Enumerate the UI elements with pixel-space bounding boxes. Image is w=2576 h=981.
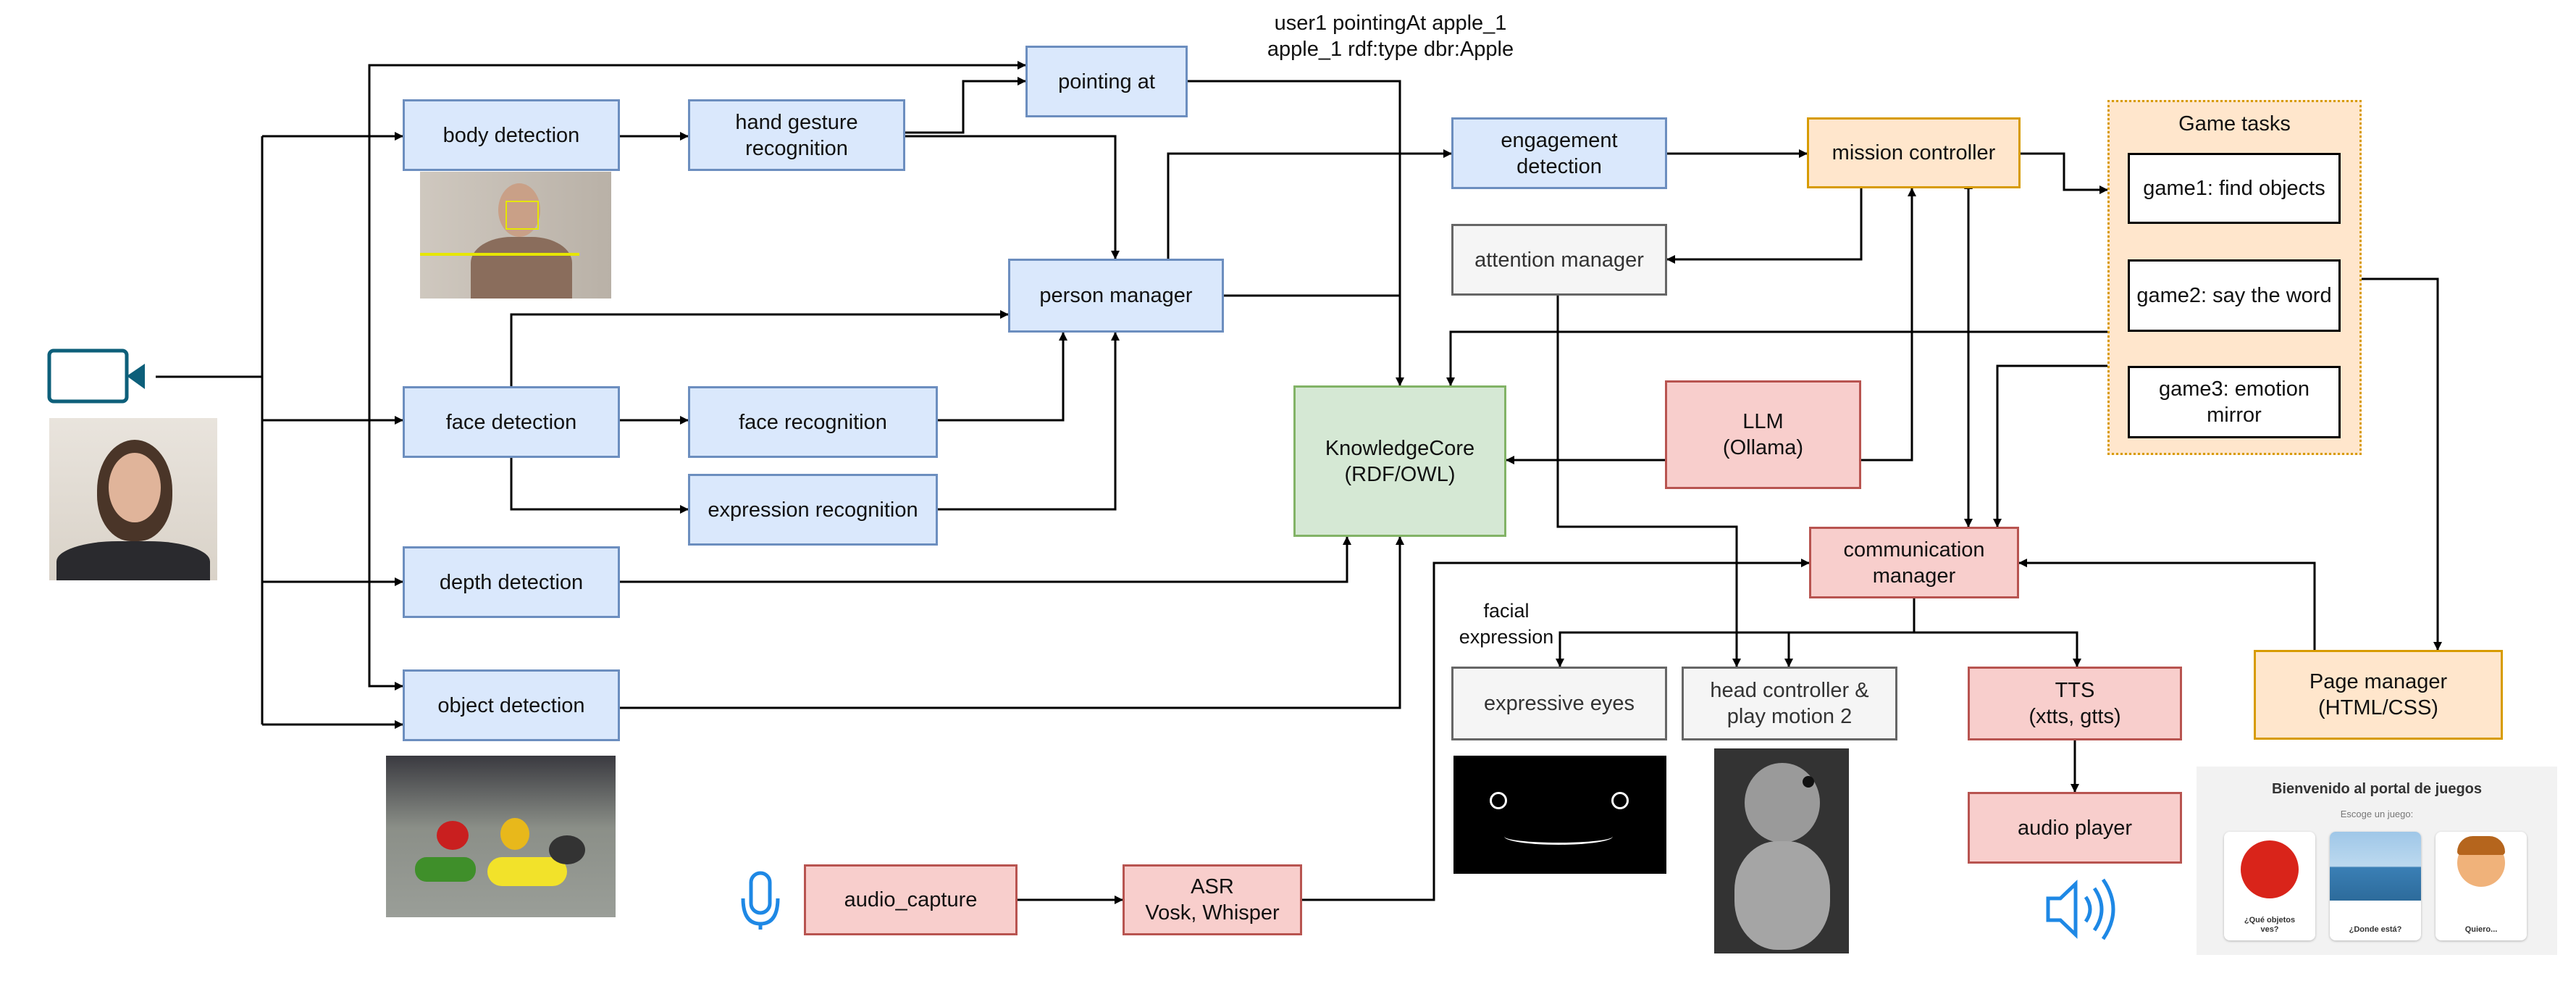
person-manager-node: person manager	[1008, 259, 1224, 333]
edge-face-expr	[510, 454, 689, 514]
portal-card-want[interactable]: Quiero...	[2436, 832, 2527, 940]
edge-mission-attention	[1666, 188, 1863, 264]
edge-game2-page	[2362, 277, 2442, 651]
portal-card-label: ¿Qué objetos ves?	[2244, 916, 2296, 934]
game3-node: game3: emotion mirror	[2128, 366, 2341, 438]
game2-node: game2: say the word	[2128, 259, 2341, 332]
edge-asr-comm	[1302, 559, 1810, 901]
expressive-eyes-node: expressive eyes	[1451, 667, 1667, 740]
game-portal-screenshot: Bienvenido al portal de juegos Escoge un…	[2197, 767, 2557, 955]
edge-page-comm	[2018, 559, 2316, 650]
page-manager-node: Page manager (HTML/CSS)	[2254, 650, 2503, 740]
expression-recognition-node: expression recognition	[688, 474, 938, 546]
pointing-at-node: pointing at	[1025, 46, 1188, 117]
llm-node: LLM (Ollama)	[1665, 380, 1861, 489]
edge-face-person	[510, 310, 1009, 386]
edge-comm-eyes	[1556, 598, 1916, 667]
object-detection-node: object detection	[403, 669, 620, 741]
edge-to-object-b	[368, 377, 403, 690]
user-photo	[49, 418, 217, 580]
edge-person-engagement	[1167, 149, 1452, 259]
edge-hand-person	[905, 135, 1120, 259]
portal-card-label: ¿Donde está?	[2349, 925, 2402, 934]
microphone-icon	[741, 871, 780, 930]
object-detection-photo	[386, 756, 616, 917]
edge-object-kc	[620, 536, 1404, 709]
edge-llm-mission	[1861, 188, 1916, 462]
edge-pointing-kc	[1188, 80, 1404, 386]
game-tasks-title: Game tasks	[2178, 112, 2291, 135]
facial-expression-label: facial expression	[1459, 600, 1554, 648]
audio-capture-node: audio_capture	[804, 864, 1018, 935]
portal-card-label: Quiero...	[2464, 925, 2498, 934]
game1-node: game1: find objects	[2128, 153, 2341, 224]
portal-title: Bienvenido al portal de juegos	[2271, 781, 2483, 797]
edge-expr-person	[938, 332, 1120, 511]
body-detection-node: body detection	[403, 99, 620, 171]
expressive-eyes-screen	[1453, 756, 1666, 874]
edge-comm-tts	[1914, 631, 2081, 667]
camera-icon	[47, 348, 145, 404]
connectors	[156, 61, 2442, 904]
speaker-icon	[2046, 878, 2115, 940]
asr-node: ASR Vosk, Whisper	[1123, 864, 1302, 935]
robot-model	[1714, 748, 1849, 953]
engagement-node: engagement detection	[1451, 117, 1667, 189]
depth-detection-node: depth detection	[403, 546, 620, 618]
tts-node: TTS (xtts, gtts)	[1968, 667, 2182, 740]
edge-to-pointing-top	[368, 61, 1026, 377]
edge-attention-head	[1556, 296, 1741, 667]
communication-manager-node: communication manager	[1809, 527, 2019, 598]
edge-depth-kc	[620, 536, 1351, 583]
edge-games-comm	[1993, 364, 2107, 527]
face-detection-node: face detection	[403, 386, 620, 458]
portal-card-objects[interactable]: ¿Qué objetos ves?	[2224, 832, 2315, 940]
pointing-triples-label: user1 pointingAt apple_1 apple_1 rdf:typ…	[1267, 12, 1514, 61]
portal-card-where[interactable]: ¿Donde está?	[2330, 832, 2421, 940]
edge-games-kc	[1446, 330, 2107, 386]
edge-facerec-person	[938, 332, 1067, 422]
face-recognition-node: face recognition	[688, 386, 938, 458]
audio-player-node: audio player	[1968, 792, 2182, 864]
knowledge-core-node: KnowledgeCore (RDF/OWL)	[1293, 385, 1506, 537]
hand-gesture-node: hand gesture recognition	[688, 99, 905, 171]
tomato-image	[2241, 840, 2299, 898]
attention-manager-node: attention manager	[1451, 224, 1667, 296]
head-controller-node: head controller & play motion 2	[1682, 667, 1897, 740]
edge-mission-games	[2021, 152, 2108, 194]
boat-image	[2330, 832, 2421, 901]
body-detection-photo	[420, 172, 611, 299]
edge-hand-pointing	[905, 77, 1026, 134]
mission-controller-node: mission controller	[1807, 117, 2021, 188]
portal-subtitle: Escoge un juego:	[2340, 809, 2414, 819]
